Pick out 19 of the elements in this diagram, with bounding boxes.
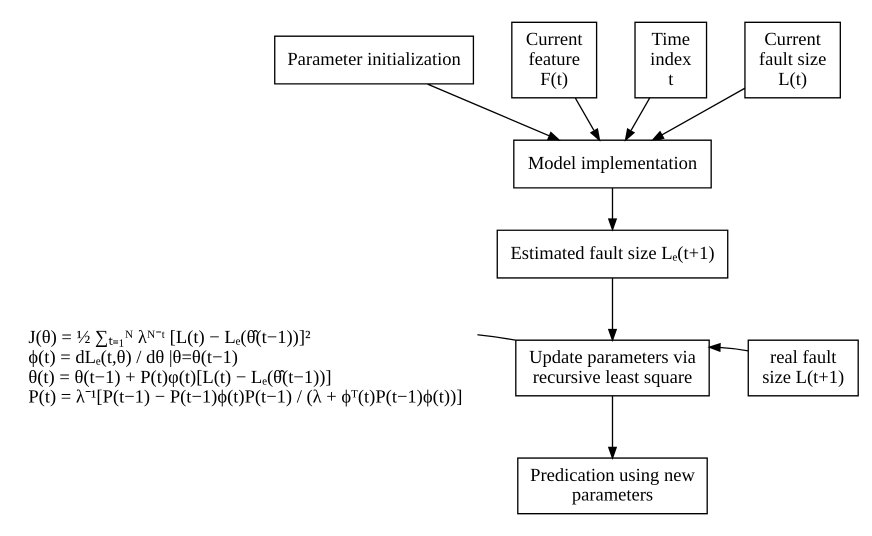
- arrow: [608, 188, 618, 232]
- node-box: Estimated fault size Lₑ(t+1): [496, 230, 728, 279]
- node-box: Current fault size L(t): [744, 22, 841, 98]
- arrow: [574, 98, 600, 142]
- node-box: Model implementation: [513, 140, 712, 189]
- node-box: Update parameters via recursive least square: [515, 340, 710, 396]
- arrow: [608, 396, 618, 460]
- arrow: [707, 342, 748, 352]
- connector: [477, 334, 516, 341]
- node-text: J(θ) = ½ ∑ₜ₌₁ᴺ λᴺ⁻ᵗ [L(t) − Lₑ(θ̂(t−1))]² ϕ(t) = dLₑ(t,θ) / dθ |θ=θ(t−1) θ(t) = θ(t−1) + P(t)φ(t)[L(t) − Lₑ(θ̂(t−1))] P(t) = λ⁻¹[P(t−1) − P(t−1)ϕ(t)P(t−1) / (λ + ϕᵀ(t)P(t−1)ϕ(t))]: [28, 327, 462, 408]
- node-box: real fault size L(t+1): [748, 340, 859, 396]
- node-box: Current feature F(t): [511, 22, 598, 98]
- arrow: [427, 84, 562, 141]
- node-box: Time index t: [634, 22, 708, 98]
- node-box: Predication using new parameters: [517, 457, 708, 514]
- arrow: [624, 98, 650, 142]
- node-box: Parameter initialization: [274, 36, 474, 85]
- arrow: [650, 88, 746, 142]
- arrow: [608, 278, 618, 342]
